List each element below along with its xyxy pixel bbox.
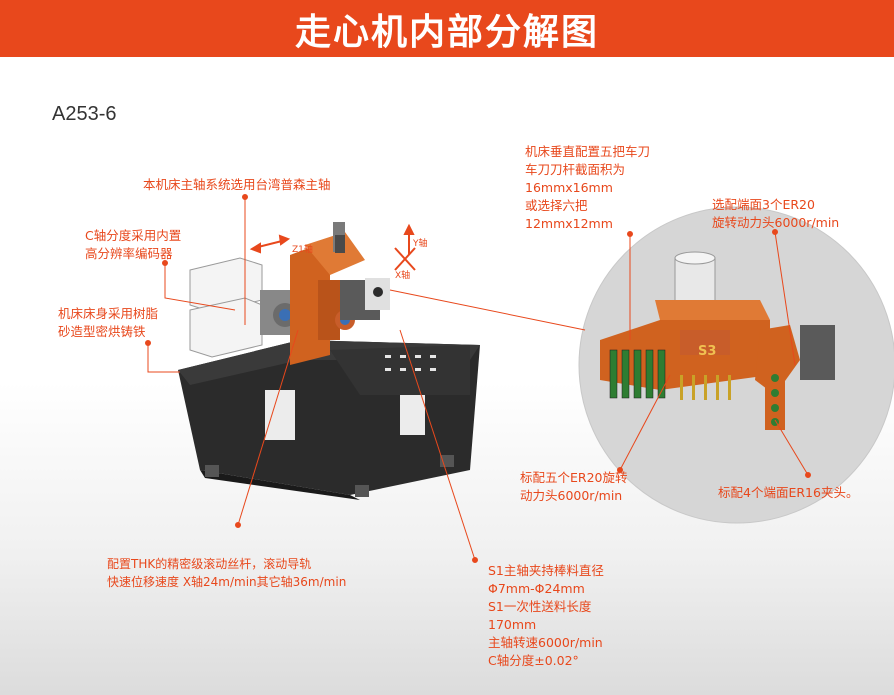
- note-line: 本机床主轴系统选用台湾普森主轴: [143, 177, 331, 192]
- callout-lines: [145, 194, 811, 563]
- note-line: 主轴转速6000r/min: [488, 635, 603, 650]
- note-line: 旋转动力头6000r/min: [712, 215, 840, 230]
- note-line: Φ7mm-Φ24mm: [488, 581, 585, 596]
- note-line: 170mm: [488, 617, 537, 632]
- note-bed: 机床床身采用树脂 砂造型密烘铸铁: [58, 305, 158, 341]
- note-turning-tools: 机床垂直配置五把车刀 车刀刀杆截面积为 16mmx16mm 或选择六把 12mm…: [525, 143, 650, 233]
- note-line: 车刀刀杆截面积为: [525, 162, 626, 177]
- y-axis-label: Y轴: [413, 239, 428, 249]
- note-er20-standard: 标配五个ER20旋转 动力头6000r/min: [520, 469, 628, 505]
- note-er20-optional: 选配端面3个ER20 旋转动力头6000r/min: [712, 196, 839, 232]
- note-line: 机床垂直配置五把车刀: [525, 144, 651, 159]
- note-line: 砂造型密烘铸铁: [58, 324, 146, 339]
- tool-badge: S3: [698, 344, 717, 359]
- title-banner: 走心机内部分解图: [0, 0, 894, 57]
- note-line: S1主轴夹持棒料直径: [488, 563, 604, 578]
- note-thk: 配置THK的精密级滚动丝杆，滚动导轨 快速位移速度 X轴24m/min其它轴36…: [107, 555, 346, 591]
- page-title: 走心机内部分解图: [294, 11, 599, 53]
- note-line: 快速位移速度 X轴24m/min其它轴36m/min: [107, 575, 347, 589]
- axis-arrows: [249, 223, 416, 271]
- note-line: 选配端面3个ER20: [712, 197, 815, 212]
- headstock: [189, 257, 297, 358]
- note-line: 机床床身采用树脂: [58, 306, 159, 321]
- note-spindle: 本机床主轴系统选用台湾普森主轴: [143, 176, 331, 194]
- note-line: 动力头6000r/min: [520, 488, 623, 503]
- note-line: S1一次性送料长度: [488, 599, 592, 614]
- tool-block: [340, 278, 390, 320]
- note-c-axis: C轴分度采用内置 高分辨率编码器: [85, 227, 181, 263]
- note-line: C轴分度采用内置: [85, 228, 182, 243]
- z1-axis-label: Z1轴: [292, 245, 313, 255]
- note-line: 高分辨率编码器: [85, 246, 173, 261]
- note-line: 标配五个ER20旋转: [520, 470, 628, 485]
- note-line: 配置THK的精密级滚动丝杆，滚动导轨: [107, 557, 312, 571]
- note-line: 或选择六把: [525, 198, 588, 213]
- note-line: 标配4个端面ER16夹头。: [718, 485, 859, 500]
- note-er16: 标配4个端面ER16夹头。: [718, 484, 858, 502]
- note-s1: S1主轴夹持棒料直径 Φ7mm-Φ24mm S1一次性送料长度 170mm 主轴…: [488, 562, 604, 670]
- detail-tooling: [600, 251, 835, 430]
- note-line: 12mmx12mm: [525, 216, 613, 231]
- note-line: C轴分度±0.02°: [488, 653, 579, 668]
- model-number: A253-6: [52, 103, 117, 125]
- machine-base: [178, 340, 480, 500]
- x-axis-label: X轴: [395, 271, 411, 281]
- note-line: 16mmx16mm: [525, 180, 613, 195]
